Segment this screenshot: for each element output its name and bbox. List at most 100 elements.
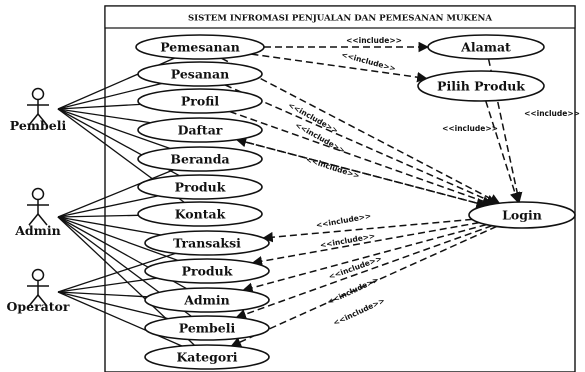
use-case-label: Pemesanan xyxy=(160,40,240,55)
actor-head xyxy=(31,187,45,201)
include-line-profil-login xyxy=(229,110,493,207)
association-lines xyxy=(57,57,195,347)
use-case-pesanan: Pesanan xyxy=(137,61,263,87)
use-case-label: Pesanan xyxy=(171,67,229,82)
use-case-transaksi: Transaksi xyxy=(144,230,270,256)
association-line-pembeli-beranda xyxy=(57,108,171,150)
association-line-admin-beranda xyxy=(57,169,174,218)
use-case-label: Produk xyxy=(175,180,226,195)
association-line-pembeli-profil xyxy=(57,103,141,110)
actor-leg-right xyxy=(37,113,48,126)
include-label: <<include>> xyxy=(341,50,397,73)
use-case-ellipse xyxy=(135,34,265,60)
include-line-login-produk2 xyxy=(251,221,480,267)
use-case-label: Profil xyxy=(181,94,219,109)
use-case-admin_uc: Admin xyxy=(144,287,270,313)
use-case-produk1: Produk xyxy=(137,174,263,200)
use-case-ellipse xyxy=(144,344,270,370)
association-line-operator-transaksi xyxy=(57,252,176,293)
actor-leg-left xyxy=(28,113,39,126)
use-case-ellipse xyxy=(137,61,263,87)
association-line-pembeli-daftar xyxy=(57,108,151,124)
include-line-login-admin_uc xyxy=(242,223,487,293)
include-label: <<include>> xyxy=(524,109,580,118)
use-case-ellipse xyxy=(417,70,545,102)
include-line-pilih_produk-login xyxy=(485,100,521,204)
use-case-ellipse xyxy=(427,34,545,60)
use-case-ellipse xyxy=(137,146,263,172)
association-line-operator-pembeli_uc xyxy=(57,291,169,320)
association-line-admin-produk1 xyxy=(57,195,159,218)
actor-pembeli: Pembeli xyxy=(10,87,67,133)
use-case-produk2: Produk xyxy=(144,258,270,284)
association-line-pembeli-pesanan xyxy=(57,82,162,110)
use-case-label: Pembeli xyxy=(179,321,236,336)
use-case-label: Login xyxy=(502,208,542,223)
include-line-login-daftar xyxy=(235,137,487,207)
use-case-ellipse xyxy=(144,230,270,256)
use-case-ellipse xyxy=(137,88,263,114)
include-label: <<include>> xyxy=(305,155,361,181)
association-line-operator-admin_uc xyxy=(57,291,148,298)
use-case-ellipse xyxy=(144,287,270,313)
association-line-admin-transaksi xyxy=(57,216,162,236)
use-case-ellipse xyxy=(137,117,263,143)
use-case-ellipse xyxy=(137,201,263,227)
include-line-login-kategori xyxy=(230,225,497,347)
use-case-label: Admin xyxy=(183,293,230,308)
use-cases: PemesananPesananProfilDaftarBerandaProdu… xyxy=(135,34,576,370)
include-line-pemesanan-pilih_produk xyxy=(251,53,428,83)
use-case-login: Login xyxy=(468,201,576,229)
use-case-label: Produk xyxy=(182,264,233,279)
include-label: <<include>> xyxy=(346,36,402,45)
use-case-label: Transaksi xyxy=(173,236,241,251)
title-box xyxy=(104,5,576,29)
use-case-pembeli_uc: Pembeli xyxy=(144,315,270,341)
use-case-pemesanan: Pemesanan xyxy=(135,34,265,60)
association-line-operator-produk2 xyxy=(57,277,157,293)
actor-leg-left xyxy=(28,213,39,226)
use-case-label: Kategori xyxy=(176,350,237,365)
actor-head xyxy=(31,87,45,101)
actor-leg-right xyxy=(37,213,48,226)
use-case-label: Daftar xyxy=(178,123,223,138)
use-case-kontak: Kontak xyxy=(137,201,263,227)
actor-label: Operator xyxy=(7,299,70,314)
include-lines xyxy=(221,41,523,347)
use-case-label: Beranda xyxy=(170,152,229,167)
use-case-label: Alamat xyxy=(460,40,511,55)
include-line-login-pembeli_uc xyxy=(235,225,493,320)
include-line-daftar-login xyxy=(236,138,487,209)
actor-operator: Operator xyxy=(7,268,70,314)
use-case-ellipse xyxy=(144,315,270,341)
use-case-label: Pilih Produk xyxy=(437,79,525,94)
use-case-kategori: Kategori xyxy=(144,344,270,370)
use-case-ellipse xyxy=(144,258,270,284)
actor-leg-right xyxy=(37,294,48,307)
association-line-operator-kategori xyxy=(57,291,183,347)
diagram-title: SISTEM INFROMASI PENJUALAN DAN PEMESANAN… xyxy=(188,14,492,24)
use-case-pilih_produk: Pilih Produk xyxy=(417,70,545,102)
include-label: <<include>> xyxy=(319,231,376,250)
actor-admin: Admin xyxy=(14,187,61,238)
use-case-beranda: Beranda xyxy=(137,146,263,172)
include-label: <<include>> xyxy=(315,211,372,230)
actor-label: Admin xyxy=(14,223,61,238)
actor-leg-left xyxy=(28,294,39,307)
include-line-pesanan-login xyxy=(224,84,498,205)
include-label: <<include>> xyxy=(442,124,498,133)
use-case-daftar: Daftar xyxy=(137,117,263,143)
include-line-login-transaksi xyxy=(262,218,473,243)
use-case-ellipse xyxy=(137,174,263,200)
include-line-pemesanan-login xyxy=(221,57,501,204)
actor-head xyxy=(31,268,45,282)
association-line-admin-kontak xyxy=(57,214,139,218)
use-case-alamat: Alamat xyxy=(427,34,545,60)
actor-label: Pembeli xyxy=(10,118,67,133)
use-case-profil: Profil xyxy=(137,88,263,114)
use-case-label: Kontak xyxy=(175,207,226,222)
association-line-admin-produk2 xyxy=(57,216,179,262)
use-case-ellipse xyxy=(468,201,576,229)
